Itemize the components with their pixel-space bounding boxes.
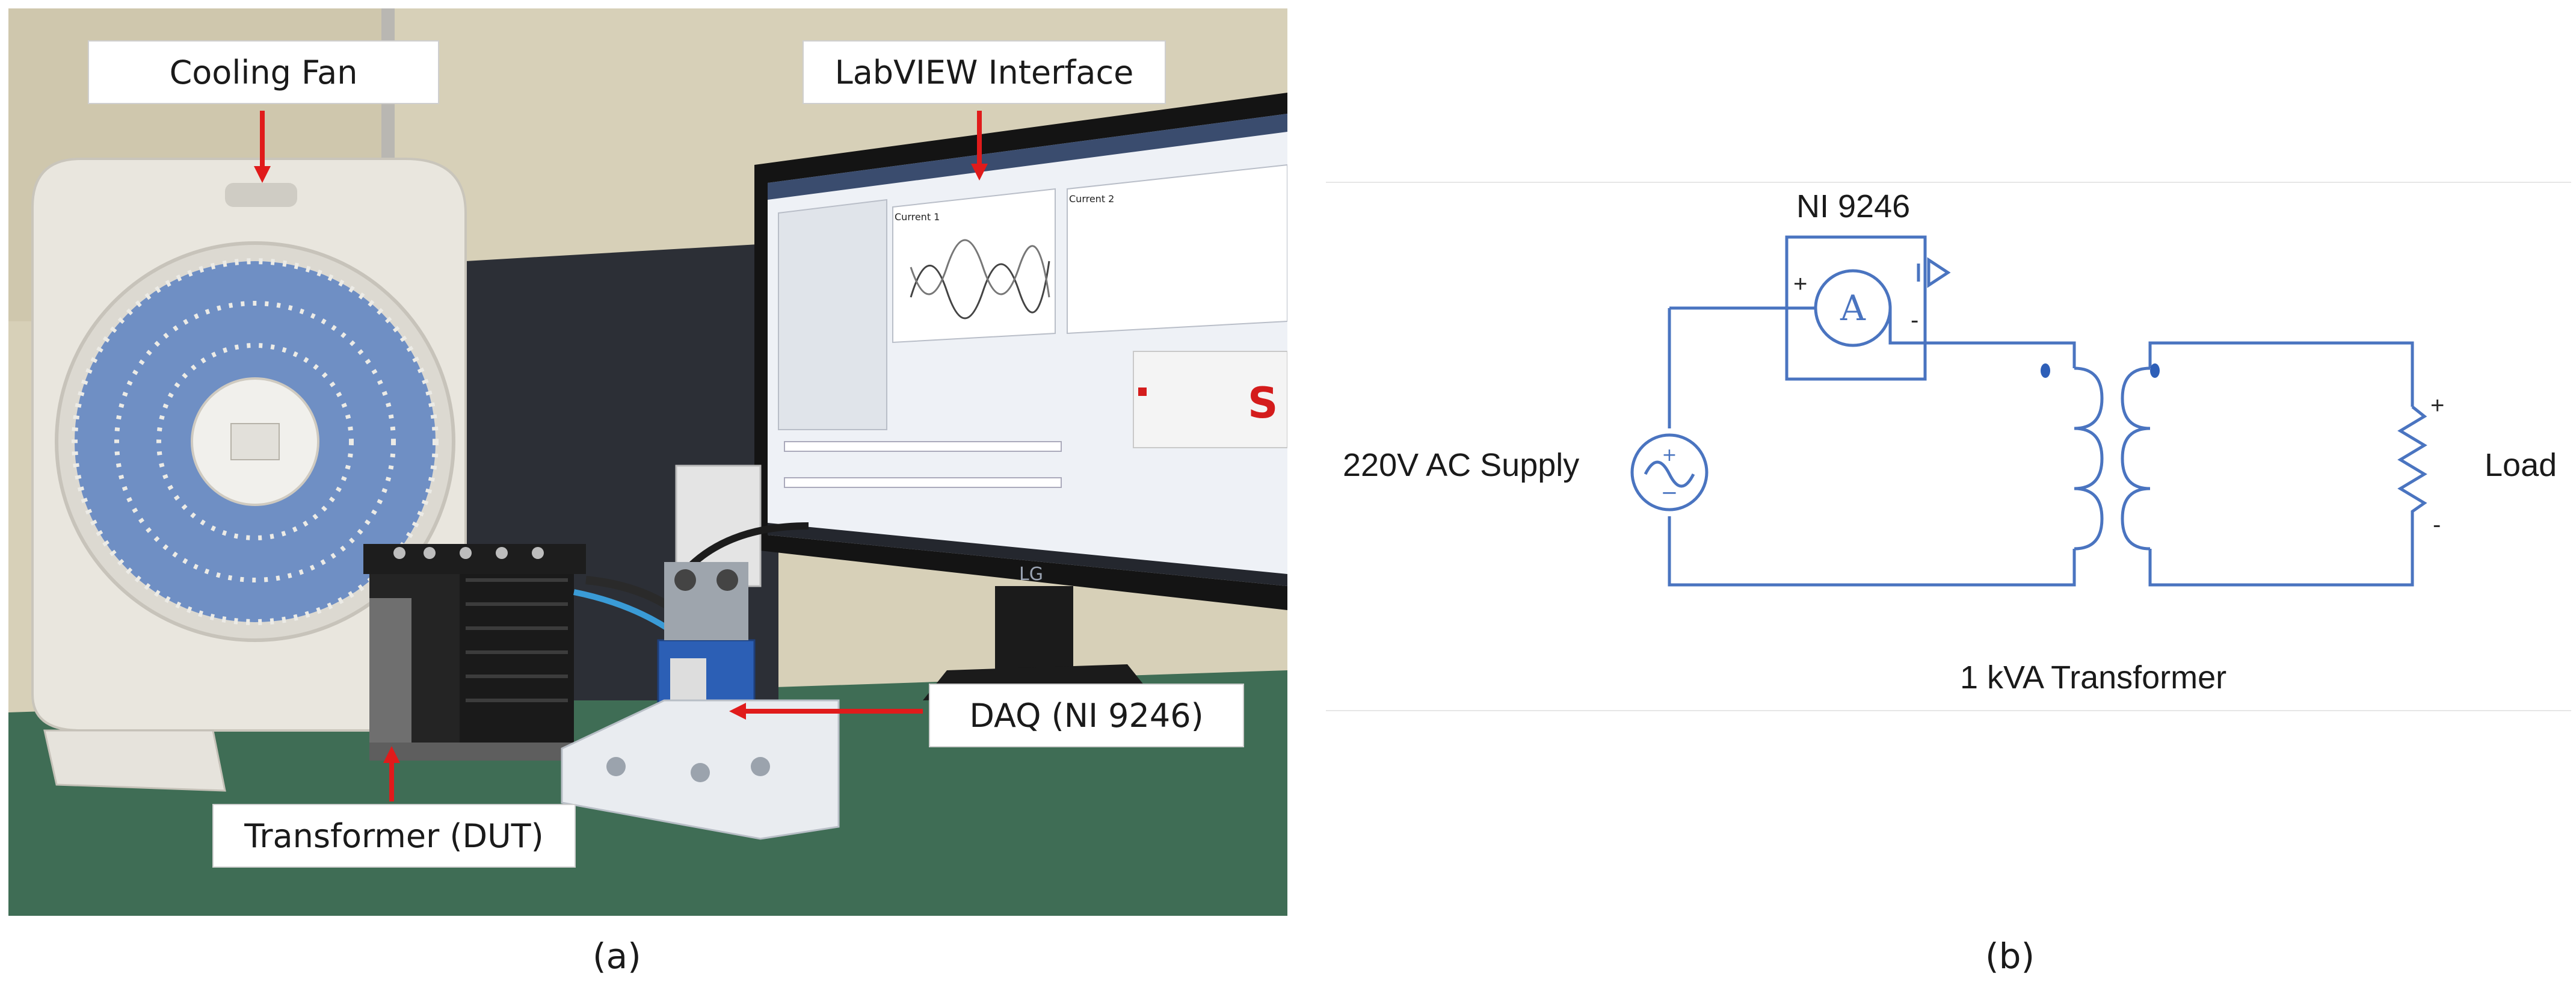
- wire-bottom-secondary: [2148, 523, 2414, 587]
- callout-labview-interface: LabVIEW Interface: [803, 40, 1166, 104]
- ac-sine: [1644, 460, 1695, 488]
- meter-minus-sign: -: [1911, 307, 1919, 333]
- callout-transformer: Transformer (DUT): [212, 804, 576, 868]
- callout-cooling-fan: Cooling Fan: [88, 40, 439, 104]
- ni9246-label: NI 9246: [1796, 188, 1911, 224]
- screen-chart2-title: Current 2: [1069, 193, 1114, 205]
- secondary-coil: [2121, 366, 2151, 551]
- photo-scene: S LG Current 1 Current 2: [8, 8, 1287, 916]
- load-label: Load: [2485, 447, 2557, 483]
- wire-bottom-left: [1668, 516, 2076, 587]
- ac-source-plus: +: [1662, 445, 1677, 466]
- cooling-fan: [31, 158, 467, 792]
- secondary-polarity-dot: [2150, 363, 2160, 378]
- load-minus-sign: -: [2433, 511, 2441, 538]
- wire-top-primary: [1888, 308, 2076, 368]
- circuit-diagram: A + −: [1630, 235, 2427, 587]
- transformer-dut: [363, 544, 586, 761]
- ac-source-minus: −: [1661, 481, 1678, 505]
- load-resistor: [2397, 406, 2427, 523]
- transformer-label: 1 kVA Transformer: [1960, 659, 2227, 696]
- monitor-brand: LG: [1019, 564, 1043, 585]
- primary-polarity-dot: [2041, 363, 2050, 378]
- monitor: S: [754, 93, 1287, 700]
- caption-a: (a): [593, 936, 641, 977]
- bottom-rule: [1326, 710, 2571, 711]
- screen-logo-fragment: S: [1248, 378, 1278, 428]
- daq-module: [561, 562, 840, 840]
- callout-arrows: [254, 111, 988, 801]
- callout-daq: DAQ (NI 9246): [929, 684, 1244, 747]
- meter-plus-sign: +: [1793, 271, 1808, 297]
- screen-chart1-title: Current 1: [895, 211, 940, 223]
- top-rule: [1326, 182, 2571, 183]
- primary-coil: [2074, 366, 2104, 551]
- probe-triangle: [1927, 257, 1951, 288]
- wire-top-secondary: [2148, 341, 2414, 407]
- setup-photo: S LG Current 1 Current 2: [8, 8, 1287, 916]
- cable-usb: [685, 522, 809, 571]
- ammeter-letter: A: [1840, 288, 1866, 329]
- ac-source-symbol: [1630, 433, 1709, 511]
- load-plus-sign: +: [2430, 392, 2445, 419]
- supply-label: 220V AC Supply: [1343, 447, 1580, 483]
- caption-b: (b): [1985, 936, 2035, 977]
